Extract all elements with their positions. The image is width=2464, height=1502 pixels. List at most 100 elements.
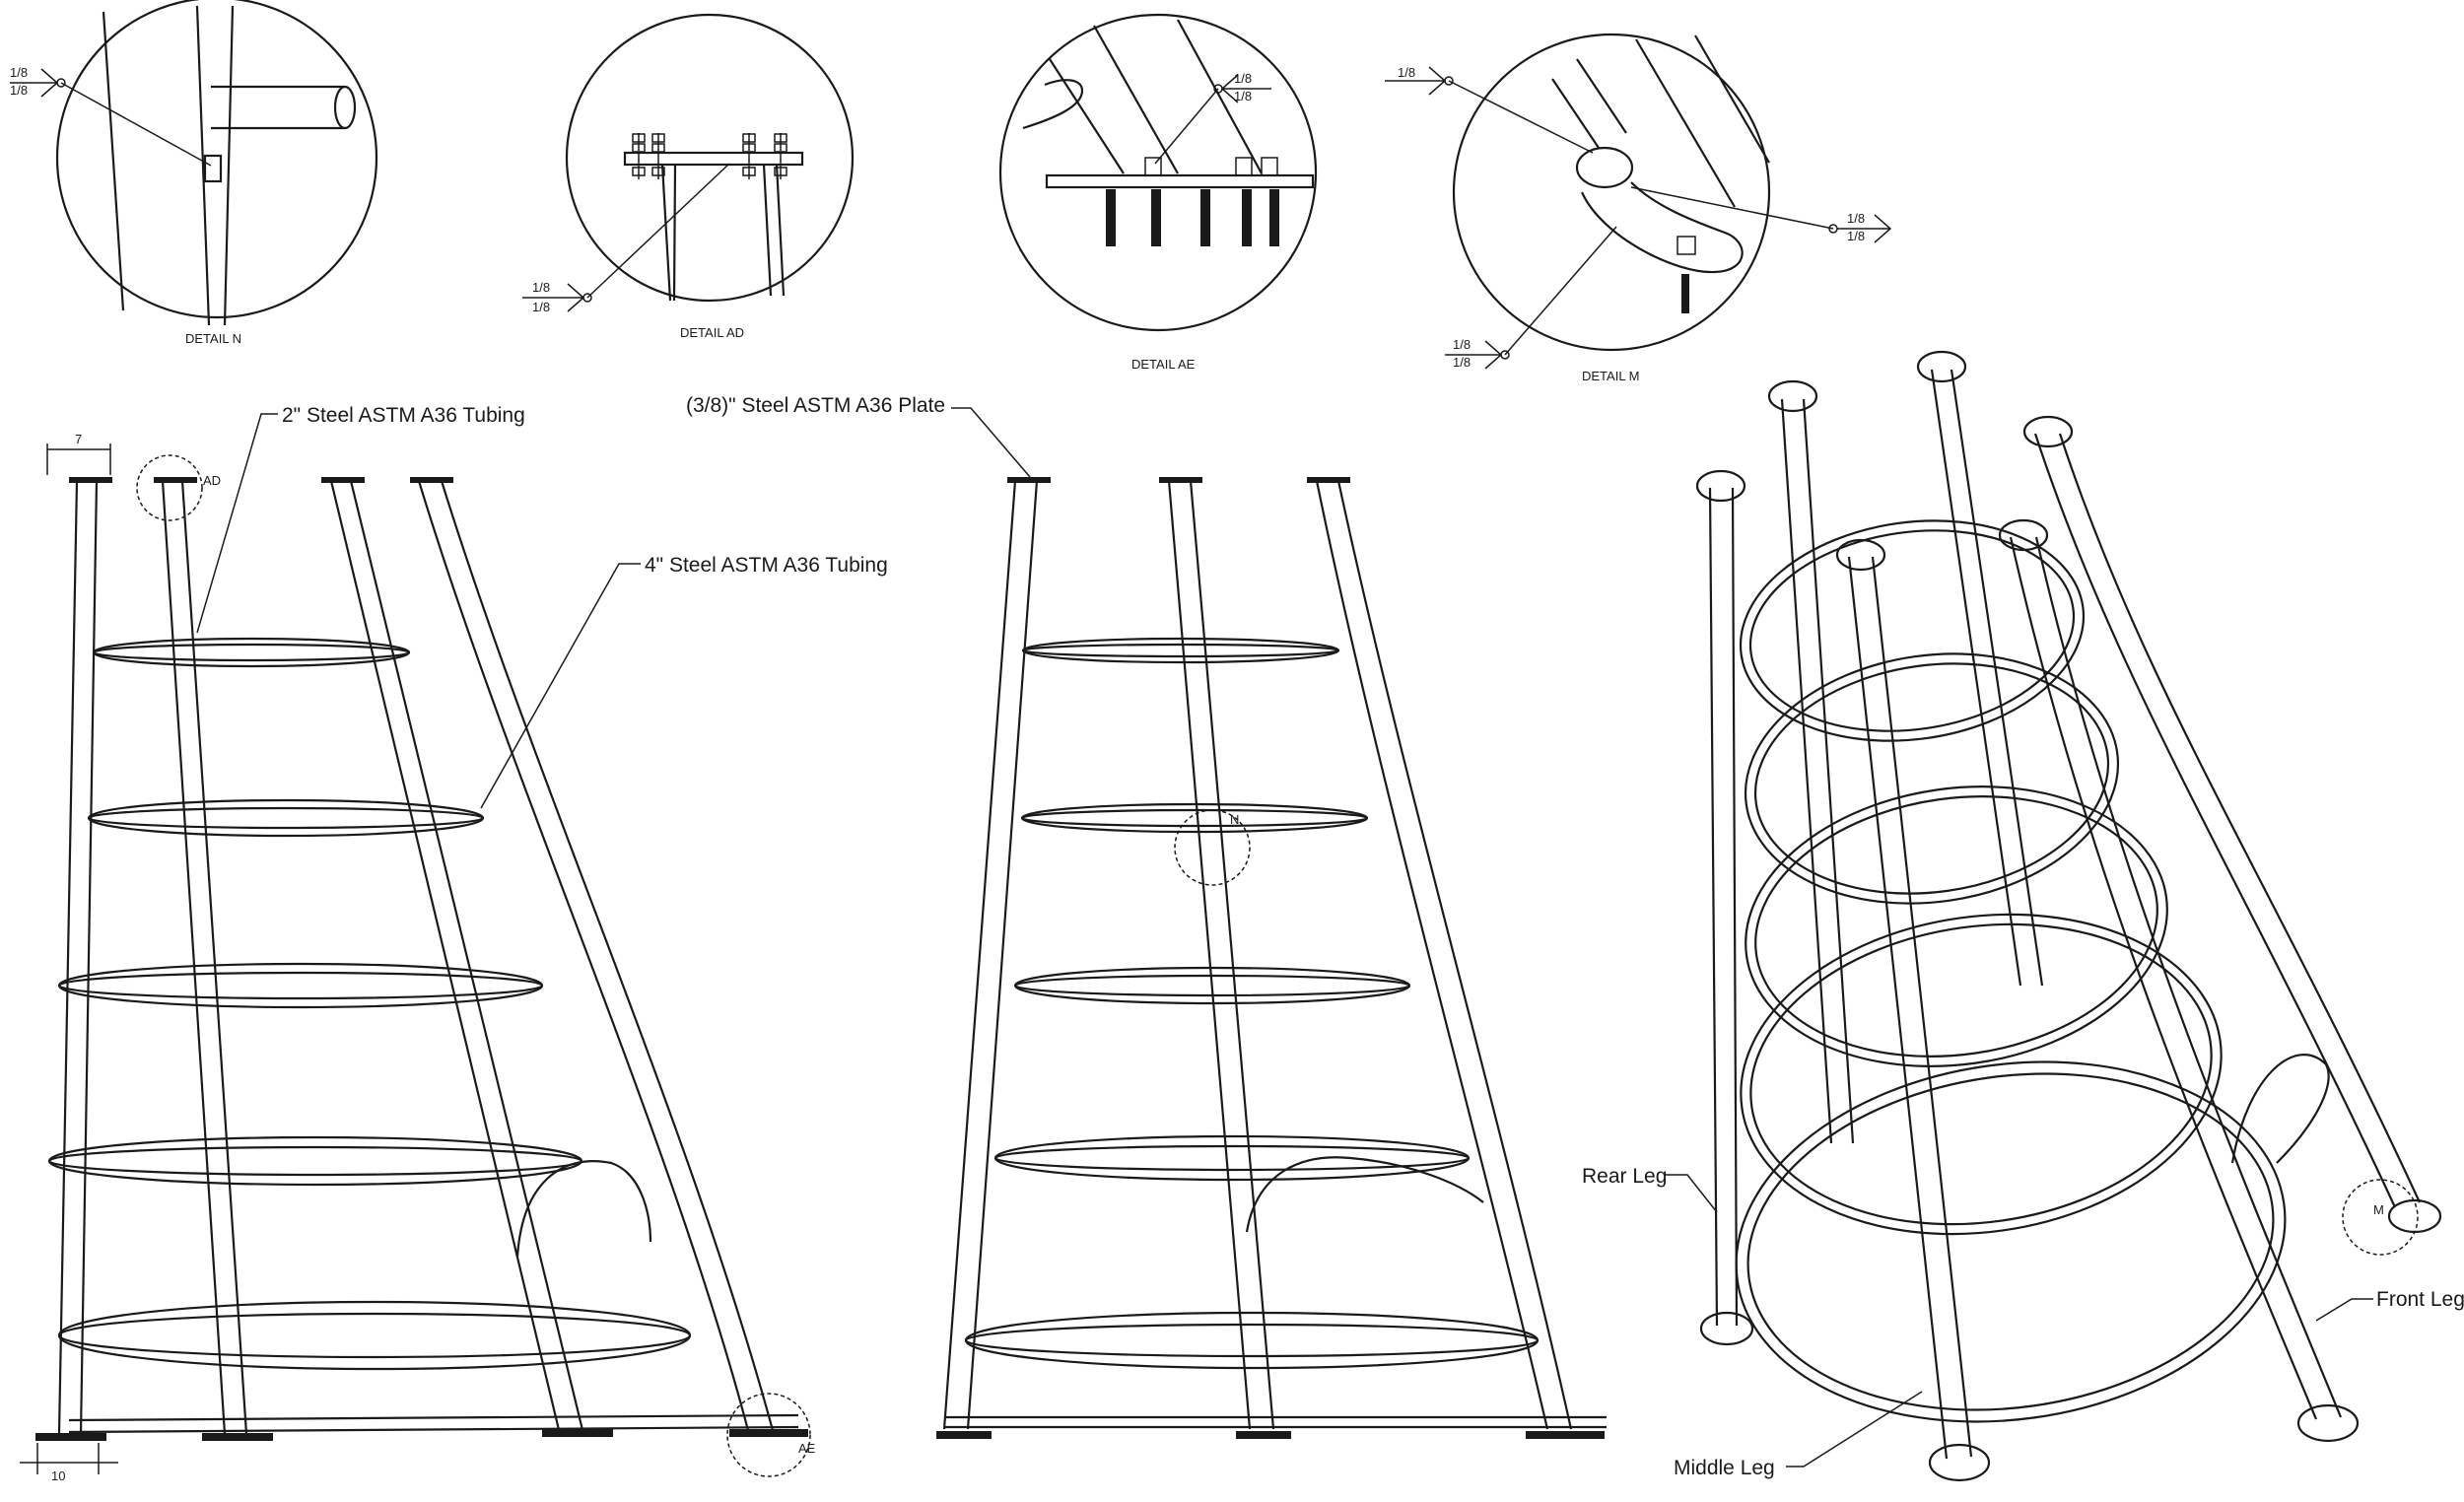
side-leg-3 <box>329 480 585 1435</box>
detail-n-tag: N <box>1230 812 1239 827</box>
detail-n-clip <box>203 154 223 183</box>
iso-bracing-arc <box>2230 1054 2330 1164</box>
detail-ad-bolts <box>632 133 787 179</box>
side-leg-1 <box>57 480 99 1435</box>
detail-n: 1/8 1/8 DETAIL N <box>10 0 378 346</box>
detail-ad: 1/8 1/8 DETAIL AD <box>522 13 855 340</box>
callout-rear-leg-leader <box>1666 1174 1718 1213</box>
side-dim-top: 7 <box>75 432 82 446</box>
side-leg-2 <box>161 480 248 1435</box>
detail-ae-plate <box>1045 173 1315 189</box>
detail-ae-arc <box>1022 79 1084 130</box>
detail-m-leader-c <box>1504 226 1617 356</box>
callout-front-leg-leader <box>2315 1298 2373 1322</box>
detail-ad-weld-symbol <box>522 283 585 312</box>
detail-m-weld-a-symbol <box>1385 66 1447 96</box>
detail-n-weld-symbol <box>10 68 59 98</box>
detail-m-tube-end <box>1575 146 1634 189</box>
view-isometric: M Rear Leg Front Leg Middle Leg <box>1582 350 2464 1482</box>
detail-ae-circle <box>998 13 1318 332</box>
front-leg-1 <box>942 480 1039 1430</box>
callout-plate: (3/8)" Steel ASTM A36 Plate <box>686 394 945 417</box>
callout-2in-leader <box>196 413 278 634</box>
detail-n-rod <box>102 11 125 311</box>
front-top-plates <box>1007 477 1350 483</box>
iso-leg-2 <box>1780 398 1855 1144</box>
callout-middle-leg-leader <box>1786 1391 1923 1468</box>
front-leg-3 <box>1315 480 1573 1430</box>
detail-ae-weld-top: 1/8 <box>1234 71 1252 86</box>
callout-plate-leader <box>951 407 1031 478</box>
side-ground-rail <box>68 1413 799 1422</box>
view-side-elevation: 7 10 AD AE 2" Steel ASTM A36 Tubing 4" S… <box>20 404 888 1483</box>
iso-leg-front <box>2009 536 2343 1420</box>
detail-m-tube-a <box>1551 58 1627 149</box>
side-dim-bottom-lines <box>20 1443 118 1474</box>
detail-ae-bolts <box>1144 157 1278 176</box>
detail-n-crossbar-end <box>333 85 357 130</box>
detail-m-weld-b-bottom: 1/8 <box>1847 229 1865 243</box>
iso-base-plates <box>1699 1198 2442 1482</box>
side-base-plates <box>35 1429 808 1441</box>
detail-n-circle <box>55 0 378 319</box>
side-dim-top-lines <box>46 444 111 475</box>
detail-ad-tube-left <box>660 164 677 302</box>
callout-2in-tubing: 2" Steel ASTM A36 Tubing <box>282 404 525 427</box>
detail-ad-tube-right <box>762 164 786 297</box>
iso-top-plates <box>1695 350 2074 572</box>
detail-n-callout-circle <box>1174 809 1251 886</box>
detail-m-weld-b-symbol <box>1837 214 1892 243</box>
iso-leg-3 <box>1930 369 2044 987</box>
detail-n-tube <box>195 5 235 326</box>
detail-m-weld-a-top: 1/8 <box>1398 65 1415 80</box>
detail-m-weld-c-bottom: 1/8 <box>1453 355 1471 370</box>
detail-m-tube-b <box>1635 34 1770 208</box>
detail-n-leader <box>60 82 212 167</box>
detail-ad-leader <box>586 163 730 299</box>
detail-ad-plate <box>623 151 804 167</box>
detail-ae-callout-circle <box>726 1393 811 1477</box>
detail-ae-tag: AE <box>798 1441 816 1456</box>
side-top-plates <box>69 477 453 483</box>
side-dim-bottom: 10 <box>51 1468 65 1483</box>
detail-m-circle <box>1452 33 1771 352</box>
front-base-plates <box>936 1431 1605 1439</box>
detail-m-weld-c-top: 1/8 <box>1453 337 1471 352</box>
detail-ad-weld-bottom: 1/8 <box>532 300 550 314</box>
callout-4in-tubing: 4" Steel ASTM A36 Tubing <box>645 554 888 577</box>
detail-n-weld-bottom: 1/8 <box>10 83 28 98</box>
detail-ae-weld-symbol <box>1220 74 1271 103</box>
detail-ae-caption: DETAIL AE <box>1131 357 1196 372</box>
detail-ae-weld-bottom: 1/8 <box>1234 89 1252 103</box>
detail-m-tag: M <box>2373 1202 2384 1217</box>
detail-ad-callout-circle <box>136 454 203 521</box>
detail-n-weld-top: 1/8 <box>10 65 28 80</box>
iso-leg-middle <box>1847 556 1973 1460</box>
detail-m-leader-a <box>1448 80 1594 154</box>
detail-m-nut <box>1677 236 1696 255</box>
view-front-elevation: N (3/8)" Steel ASTM A36 Plate <box>686 394 1607 1439</box>
detail-ae-anchors <box>1106 189 1279 246</box>
detail-ae: 1/8 1/8 DETAIL AE <box>998 13 1318 372</box>
front-leg-2 <box>1167 480 1275 1430</box>
side-leg-4 <box>417 480 776 1435</box>
detail-m-weld-c-symbol <box>1445 340 1503 370</box>
detail-m-weld-b-top: 1/8 <box>1847 211 1865 226</box>
detail-m-base-plate <box>1580 181 1744 274</box>
detail-m: 1/8 1/8 1/8 1/8 1/8 DETAIL M <box>1385 33 1892 383</box>
callout-middle-leg: Middle Leg <box>1674 1457 1775 1479</box>
detail-n-caption: DETAIL N <box>185 331 241 346</box>
side-ground-line <box>68 1425 799 1434</box>
detail-m-caption: DETAIL M <box>1582 369 1640 383</box>
detail-ad-tag: AD <box>203 473 221 488</box>
detail-m-leader-b <box>1630 186 1834 230</box>
callout-front-leg: Front Leg <box>2376 1288 2464 1311</box>
detail-ae-leader <box>1154 88 1219 165</box>
detail-m-anchor <box>1681 274 1689 313</box>
detail-m-callout-circle <box>2342 1179 2419 1256</box>
iso-leg-4 <box>2033 433 2421 1208</box>
detail-n-crossbar <box>211 85 345 130</box>
iso-rings <box>1735 519 2287 1423</box>
callout-rear-leg: Rear Leg <box>1582 1165 1667 1188</box>
